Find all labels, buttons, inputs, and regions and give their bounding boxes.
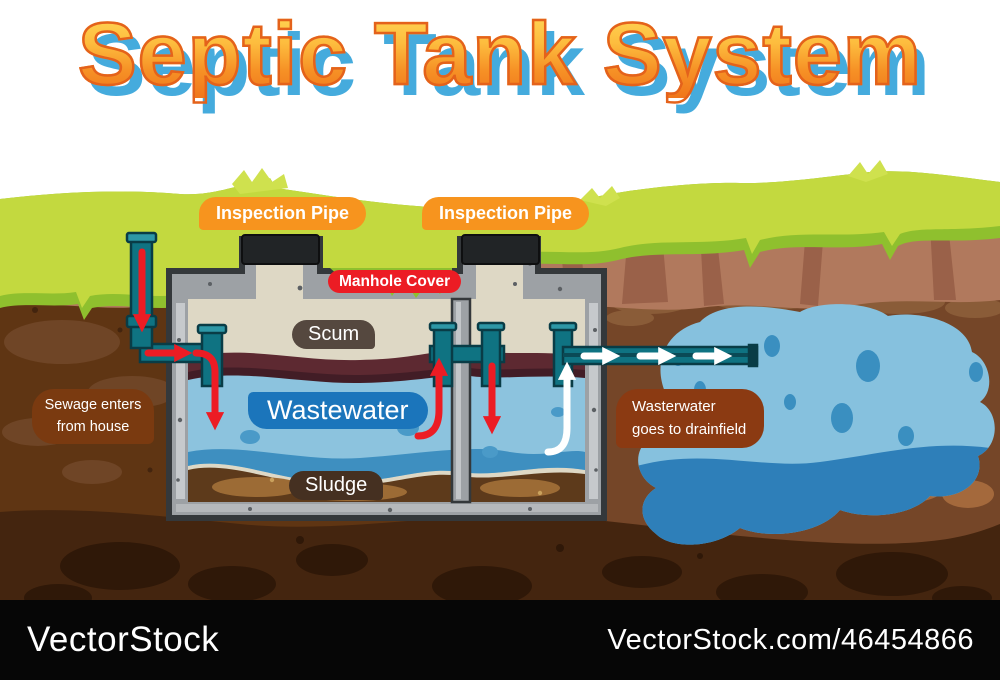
label-manhole-cover: Manhole Cover <box>328 270 462 293</box>
label-text: Wastewater <box>267 395 409 425</box>
label-text: Inspection Pipe <box>216 203 350 223</box>
label-text: Sludge <box>305 474 368 496</box>
label-sludge: Sludge <box>289 471 384 500</box>
septic-tank <box>166 234 607 521</box>
label-sewage-enters: Sewage enters from house <box>32 389 154 444</box>
label-text-line2: from house <box>56 418 130 435</box>
manhole-cover-right <box>461 234 540 265</box>
label-text: Scum <box>308 323 360 345</box>
manhole-cover-left <box>241 234 320 265</box>
label-scum: Scum <box>292 320 376 349</box>
label-text: Manhole Cover <box>339 272 451 290</box>
label-text: Inspection Pipe <box>439 203 573 223</box>
soil-deep-layer <box>0 510 1000 612</box>
watermark-bar: VectorStock VectorStock.com/46454866 <box>0 600 1000 680</box>
label-inspection-pipe-2: Inspection Pipe <box>422 197 590 230</box>
vectorstock-url: VectorStock.com/46454866 <box>607 623 974 656</box>
label-goes-to-drainfield: Wasterwater goes to drainfield <box>616 389 764 448</box>
label-inspection-pipe-1: Inspection Pipe <box>199 197 367 230</box>
label-text-line2: goes to drainfield <box>632 420 747 438</box>
label-text-line1: Wasterwater <box>632 398 716 415</box>
sewage-flow-arrows <box>132 248 502 440</box>
effluent-flow-arrows <box>544 346 733 456</box>
vectorstock-logo: VectorStock <box>27 620 220 659</box>
label-wastewater: Wastewater <box>248 392 428 429</box>
label-text-line1: Sewage enters <box>44 397 142 414</box>
